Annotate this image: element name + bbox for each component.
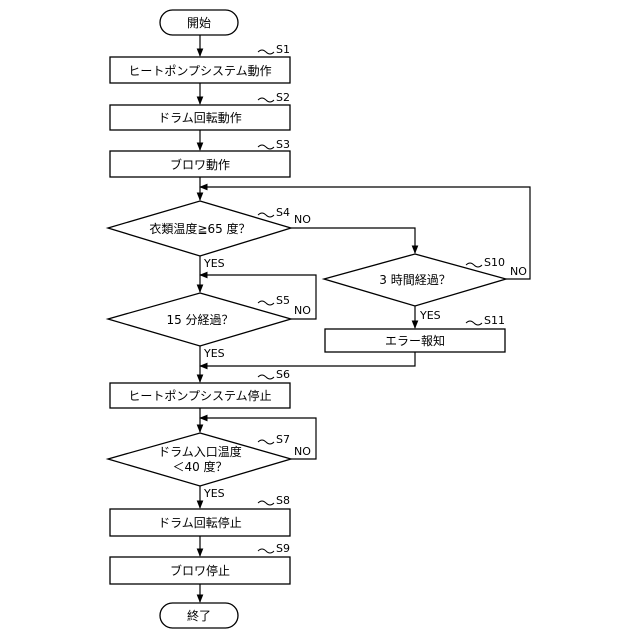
decision-s4: 衣類温度≧65 度？ S4 NO YES (108, 201, 311, 270)
step-s6-text: ヒートポンプシステム停止 (128, 388, 271, 403)
start-terminal: 開始 (160, 10, 238, 35)
s7-yes-label: YES (203, 487, 225, 500)
s7-no-label: NO (294, 445, 311, 458)
step-s7-id: S7 (276, 433, 290, 446)
leader-s10 (466, 263, 482, 267)
decision-s5-text: 15 分経過？ (166, 313, 233, 327)
decision-s10-text: 3 時間経過？ (379, 273, 450, 287)
step-s6-id: S6 (276, 368, 290, 381)
decision-s10: 3 時間経過？ S10 NO YES (324, 254, 527, 322)
step-s8-text: ドラム回転停止 (158, 515, 242, 530)
end-label: 終了 (187, 608, 211, 623)
step-s8-id: S8 (276, 494, 290, 507)
step-s10-id: S10 (484, 256, 505, 269)
step-s11-id: S11 (484, 314, 505, 327)
leader-s4 (258, 213, 274, 217)
start-label: 開始 (187, 16, 211, 30)
leader-s3 (258, 145, 274, 149)
s5-no-label: NO (294, 304, 311, 317)
step-s1-text: ヒートポンプシステム動作 (128, 64, 271, 78)
s10-no-label: NO (510, 265, 527, 278)
step-s2-text: ドラム回転動作 (158, 111, 242, 125)
leader-s6 (258, 375, 274, 379)
leader-s9 (258, 549, 274, 553)
step-s1-id: S1 (276, 43, 290, 56)
step-s2-id: S2 (276, 91, 290, 104)
s5-yes-label: YES (203, 347, 225, 360)
s4-yes-label: YES (203, 257, 225, 270)
step-s3-id: S3 (276, 138, 290, 151)
step-s9-text: ブロワ停止 (170, 563, 230, 578)
leader-s2 (258, 98, 274, 102)
decision-s7: ドラム入口温度 ＜40 度？ S7 NO YES (108, 433, 311, 500)
step-s3-text: ブロワ動作 (170, 157, 230, 172)
s4-no-label: NO (294, 213, 311, 226)
leader-s8 (258, 501, 274, 505)
arrow-s4-no (291, 228, 415, 253)
leader-s5 (258, 301, 274, 305)
step-s11-text: エラー報知 (385, 334, 445, 348)
arrow-s11-merge (200, 352, 415, 366)
decision-s7-line1: ドラム入口温度 (158, 444, 242, 459)
decision-s4-text: 衣類温度≧65 度？ (149, 221, 250, 236)
leader-s7 (258, 440, 274, 444)
s10-yes-label: YES (419, 309, 441, 322)
end-terminal: 終了 (160, 603, 238, 628)
step-s5-id: S5 (276, 294, 290, 307)
decision-s5: 15 分経過？ S5 NO YES (108, 293, 311, 360)
leader-s11 (466, 321, 482, 325)
decision-s7-line2: ＜40 度？ (172, 459, 227, 474)
step-s4-id: S4 (276, 206, 290, 219)
leader-s1 (258, 50, 274, 54)
step-s9-id: S9 (276, 542, 290, 555)
